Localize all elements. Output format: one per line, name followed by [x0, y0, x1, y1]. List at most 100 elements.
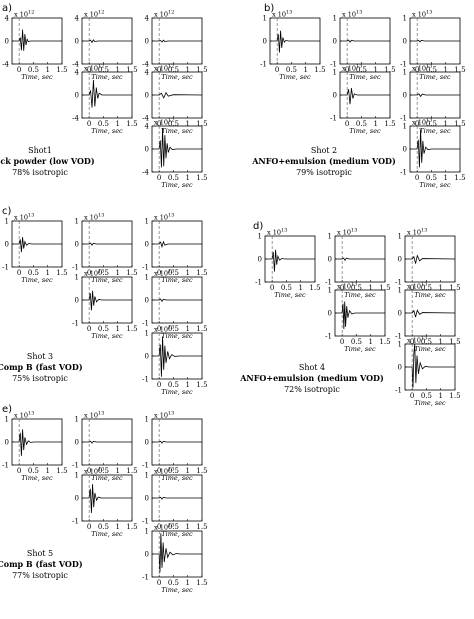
y-tick-label: 1 [145, 274, 149, 282]
y-tick-label: 1 [258, 233, 262, 241]
y-tick-label: -1 [260, 61, 267, 69]
x-tick-label: 1.5 [449, 338, 460, 346]
x-axis-label: Time, sec [419, 181, 451, 189]
exponent-value: 13 [281, 228, 287, 234]
y-tick-label: 0 [75, 241, 79, 249]
y-tick-label: 0 [403, 38, 407, 46]
y-tick-label: 0 [5, 38, 9, 46]
x-tick-label: 1 [443, 66, 447, 74]
x-tick-label: 1.5 [126, 66, 137, 74]
x-tick-label: 0 [270, 284, 274, 292]
x-axis-label: Time, sec [161, 127, 193, 135]
x-tick-label: 1 [303, 66, 307, 74]
x-tick-label: 0 [410, 338, 414, 346]
exponent-label: x 1013 [154, 325, 174, 334]
caption-shot: Shot 2 [310, 146, 338, 155]
exponent-label: x 1013 [407, 228, 427, 237]
caption-c: Shot 3 Comp B (fast VOD) 75% isotropic [0, 351, 83, 384]
y-tick-label: -1 [325, 279, 332, 287]
y-tick-label: 4 [145, 123, 150, 131]
y-tick-label: 0 [398, 364, 402, 372]
y-tick-label: -1 [72, 320, 79, 328]
exponent-label: x 1013 [342, 10, 362, 19]
x-tick-label: 1 [185, 381, 189, 389]
x-tick-label: 1.5 [196, 467, 207, 475]
y-tick-label: -4 [2, 61, 9, 69]
x-tick-label: 0.5 [356, 120, 367, 128]
x-tick-label: 1 [45, 467, 49, 475]
exponent-label: x 1013 [84, 213, 104, 222]
x-tick-label: 1 [115, 467, 119, 475]
waveform-line [152, 128, 202, 168]
x-tick-label: 0 [17, 269, 21, 277]
y-tick-label: -1 [142, 462, 149, 470]
y-tick-label: 1 [5, 218, 9, 226]
x-axis-label: Time, sec [349, 73, 381, 81]
x-tick-label: 0.5 [98, 523, 109, 531]
x-axis-label: Time, sec [161, 474, 193, 482]
panel-label-e: e) [2, 404, 13, 415]
x-tick-label: 1 [185, 174, 189, 182]
x-tick-label: 1.5 [384, 66, 395, 74]
x-axis-label: Time, sec [419, 127, 451, 135]
x-tick-label: 0 [87, 269, 91, 277]
x-tick-label: 1.5 [454, 66, 465, 74]
exponent-label: x 1013 [84, 467, 104, 476]
exponent-label: x 1013 [407, 282, 427, 291]
y-tick-label: 1 [75, 274, 79, 282]
x-tick-label: 0 [415, 174, 419, 182]
y-tick-label: -1 [255, 279, 262, 287]
x-tick-label: 0 [87, 523, 91, 531]
y-tick-label: 0 [333, 92, 337, 100]
x-tick-label: 0.5 [281, 284, 292, 292]
y-tick-label: -1 [142, 320, 149, 328]
exponent-label: x 1013 [412, 118, 432, 127]
exponent-value: 13 [426, 118, 432, 124]
caption-b: Shot 2 ANFO+emulsion (medium VOD) 79% is… [252, 145, 396, 178]
x-tick-label: 0.5 [168, 523, 179, 531]
x-tick-label: 1 [438, 392, 442, 400]
waveform-line [405, 343, 455, 388]
waveform-line [82, 39, 132, 44]
y-tick-label: 0 [403, 146, 407, 154]
x-tick-label: 0 [157, 325, 161, 333]
x-tick-label: 1 [185, 523, 189, 531]
y-tick-label: 0 [75, 439, 79, 447]
exponent-label: x 1012 [154, 118, 174, 127]
x-tick-label: 1.5 [449, 392, 460, 400]
exponent-value: 13 [98, 467, 104, 473]
y-tick-label: -1 [142, 518, 149, 526]
exponent-value: 12 [168, 118, 174, 124]
x-axis-label: Time, sec [161, 332, 193, 340]
x-tick-label: 0 [157, 523, 161, 531]
caption-explosive: ANFO+emulsion (medium VOD) [252, 156, 396, 166]
y-tick-label: 1 [328, 233, 332, 241]
x-axis-label: Time, sec [91, 530, 123, 538]
caption-shot: Shot1 [28, 146, 52, 155]
waveform-line [152, 496, 202, 500]
x-tick-label: 1 [373, 66, 377, 74]
exponent-label: x 1013 [14, 411, 34, 420]
y-tick-label: -1 [72, 264, 79, 272]
y-tick-label: 1 [403, 15, 407, 23]
x-tick-label: 0.5 [28, 269, 39, 277]
exponent-value: 13 [356, 10, 362, 16]
exponent-value: 13 [168, 411, 174, 417]
x-axis-label: Time, sec [21, 276, 53, 284]
x-tick-label: 0.5 [168, 66, 179, 74]
exponent-label: x 1013 [407, 336, 427, 345]
x-axis-label: Time, sec [274, 291, 306, 299]
x-tick-label: 1 [298, 284, 302, 292]
exponent-label: x 1013 [337, 228, 357, 237]
y-tick-label: 0 [5, 241, 9, 249]
